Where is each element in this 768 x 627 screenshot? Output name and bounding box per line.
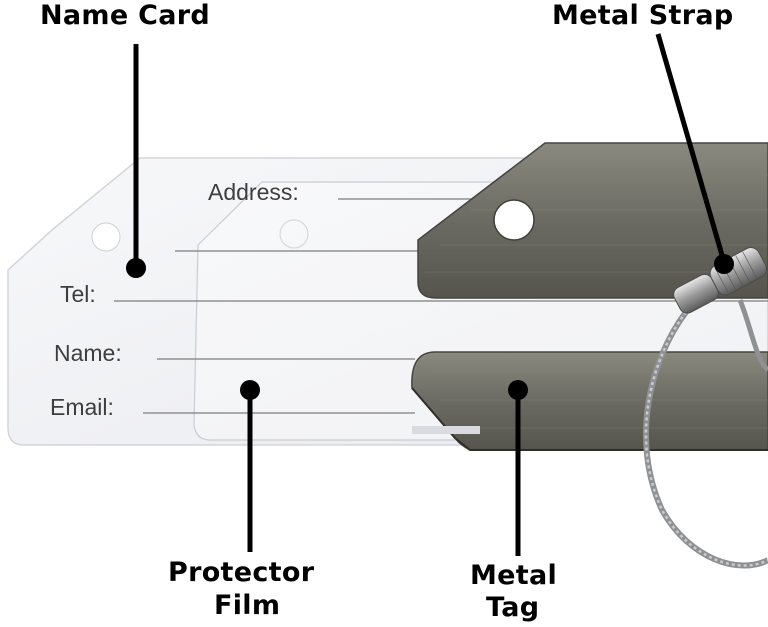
card-hole (91, 222, 121, 252)
metal-tag-bottom-plate (411, 351, 768, 451)
metal-tag-top-plate (417, 142, 768, 299)
label-metal-tag-line-1: Metal (470, 560, 558, 591)
callout-pointers (126, 33, 734, 556)
pointer-dot-name-card (126, 258, 146, 278)
film-hole (279, 219, 309, 249)
card-lines (114, 198, 768, 414)
metal-strap (643, 247, 768, 569)
label-protector-line-2: Film (214, 590, 281, 621)
label-metal-strap: Metal Strap (552, 0, 734, 31)
pointer-line-metal-strap (655, 33, 727, 263)
field-label-tel: Tel: (60, 281, 96, 307)
pointer-dot-protector-film (240, 380, 260, 400)
label-metal-tag-line-2: Tag (486, 592, 540, 623)
field-label-email: Email: (50, 394, 114, 420)
pointer-dot-metal-strap (714, 254, 734, 274)
label-protector-line-1: Protector (168, 557, 315, 588)
label-name-card: Name Card (40, 0, 211, 31)
pointer-dot-metal-tag (508, 380, 528, 400)
field-label-address: Address: (208, 179, 299, 205)
metal-tag-hole (493, 199, 535, 241)
field-label-name: Name: (54, 340, 122, 366)
